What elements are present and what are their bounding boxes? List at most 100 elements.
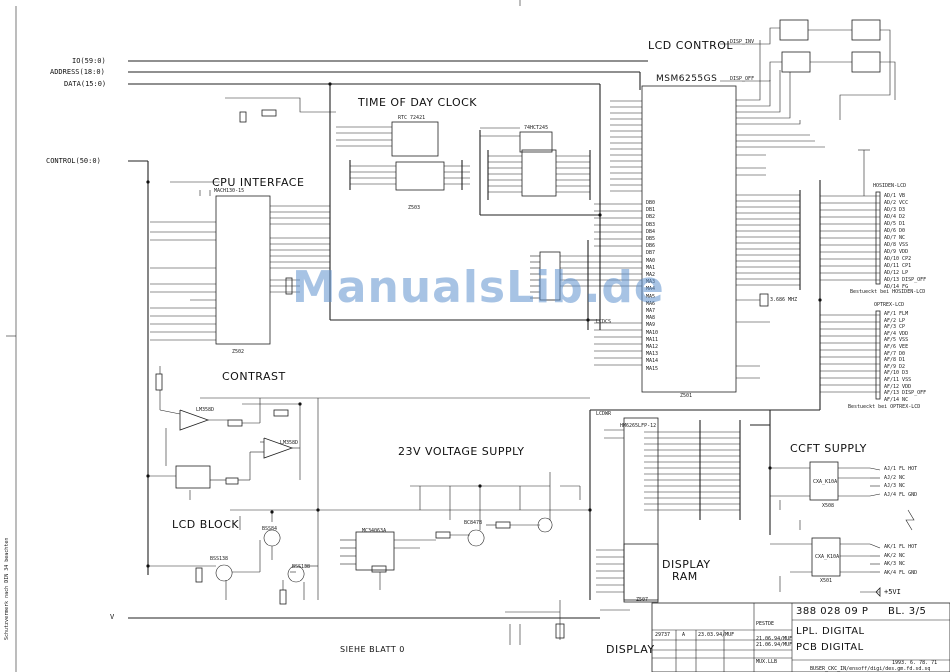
optrex-pins-pin: AF/9 D2 (884, 363, 906, 370)
optrex-pins-pin: AF/2 LP (884, 317, 906, 324)
lcd-pins-pin: AD/13 DISP_OFF (884, 277, 927, 283)
part-lcdwr: LCDWR (596, 411, 612, 417)
ccft-pins-pin: AJ/1 FL HOT (884, 466, 918, 472)
optrex-pins-pin: AF/6 VEE (884, 344, 909, 350)
section-display-ram-1: DISPLAY (662, 558, 711, 571)
part-msm6255: MSM6255GS (656, 74, 718, 84)
lcd-pins-pin: AD/7 NC (884, 235, 906, 241)
msm-pins-pin: MA15 (646, 365, 659, 372)
title-line1: LPL. DIGITAL (796, 626, 865, 637)
part-disp-off: DISP_OFF (730, 76, 755, 82)
part-rtc: RTC 72421 (398, 115, 426, 121)
ccft-pins_b-pin: AK/4 FL GND (884, 569, 918, 576)
msm-pins-pin: MA0 (646, 257, 656, 264)
optrex-pins-pin: AF/7 D0 (884, 350, 906, 357)
title-date-b: 21.06.94/MUF (756, 642, 793, 648)
msm-pins-pin: MA11 (646, 336, 659, 343)
part-z501: Z501 (680, 393, 693, 399)
msm-pins-pin: MA10 (646, 329, 659, 336)
optrex-pins-pin: AF/13 DISP_OFF (884, 390, 927, 397)
msm-pins-pin: DB0 (646, 200, 656, 206)
ccft-pins-pin: AJ/2 NC (884, 474, 906, 481)
part-siehe-blatt: SIEHE BLATT 0 (340, 645, 405, 654)
part-x501: X501 (820, 578, 833, 584)
part-bc847b: BC847B (464, 520, 483, 526)
part-z503: Z503 (408, 205, 421, 211)
section-ccft-supply: CCFT SUPPLY (790, 442, 867, 455)
title-mux: MUX.LLB (756, 659, 778, 665)
optrex-pins-pin: AF/1 FLM (884, 311, 909, 317)
lcd-pins-pin: AD/8 VSS (884, 242, 909, 248)
part-ram-ic: HM6265LFP-12 (620, 423, 657, 429)
msm-pins-pin: DB5 (646, 236, 656, 242)
msm-pins-pin: DB7 (646, 250, 656, 257)
part-optrex-lcd: OPTREX-LCD (874, 302, 905, 308)
ccft-pins_b-pin: AK/2 NC (884, 552, 906, 559)
part-hosiden-lcd: HOSIDEN-LCD (873, 183, 907, 189)
part-bestueckt-hosiden: Bestueckt bei HOSIDEN-LCD (850, 289, 926, 295)
msm-pins-pin: MA2 (646, 272, 656, 278)
msm-pins-pin: DB4 (646, 228, 656, 235)
lcd-pins-pin: AD/12 LP (884, 270, 909, 276)
msm-pins-pin: MA7 (646, 308, 656, 314)
part-bss138-b: BSS138 (292, 564, 311, 570)
part-bss138-a: BSS138 (210, 556, 229, 562)
lcd-pins-pin: AD/6 D0 (884, 228, 906, 234)
title-sheet: BL. 3/5 (888, 606, 927, 617)
section-23v-supply: 23V VOLTAGE SUPPLY (398, 445, 525, 458)
net-v: V (110, 613, 115, 621)
ccft-pins_b-pin: AK/3 NC (884, 561, 906, 567)
title-small-date: 1993. 6. 78. 71 (892, 660, 938, 666)
msm-pins-pin: MA9 (646, 322, 656, 329)
title-date-a: 21.06.94/MUF (756, 636, 793, 642)
msm-pins-pin: MA14 (646, 358, 659, 365)
msm-pins-pin: DB2 (646, 214, 656, 221)
lcd-pins-pin: AD/5 D1 (884, 221, 906, 227)
section-display: DISPLAY (606, 643, 655, 656)
section-lcd-control: LCD CONTROL (648, 39, 733, 52)
lcd-pins-pin: AD/11 CP1 (884, 263, 912, 269)
watermark: ManualsLib.de (292, 262, 665, 313)
msm-pins-pin: MA3 (646, 279, 656, 286)
ccft-pins-pin: AJ/3 NC (884, 483, 906, 489)
optrex-pins-pin: AF/5 VSS (884, 337, 909, 344)
part-bestueckt-optrex: Bestueckt bei OPTREX-LCD (848, 404, 921, 410)
lcd-pins-pin: AD/3 D3 (884, 207, 906, 213)
msm-pins-pin: DB3 (646, 221, 656, 228)
title-rev-date: 23.03.94/MUF (698, 632, 735, 638)
lcd-pins-pin: AD/9 VDD (884, 249, 909, 255)
optrex-pins-pin: AF/14 NC (884, 396, 909, 403)
part-lm358-b: LM358D (280, 440, 299, 446)
net-data: DATA(15:0) (64, 80, 107, 88)
msm-pins-pin: MA1 (646, 264, 656, 271)
part-lm358-a: LM358D (196, 407, 215, 413)
title-path: BUSER_CKC_IN/ensoff/digi/des.gm.fd.sd.sq (810, 666, 931, 672)
optrex-pins-pin: AF/8 D1 (884, 357, 906, 364)
net-plus5vi: +5VI (884, 588, 901, 596)
msm-pins-pin: DB6 (646, 243, 656, 250)
optrex-pins-pin: AF/12 VDD (884, 383, 912, 390)
msm-pins-pin: MA12 (646, 344, 659, 350)
section-cpu-interface: CPU INTERFACE (212, 176, 305, 189)
optrex-pins-pin: AF/3 CP (884, 324, 906, 331)
net-address: ADDRESS(18:0) (50, 68, 105, 76)
section-lcd-block: LCD BLOCK (172, 518, 240, 531)
part-bss84: BSS84 (262, 526, 278, 532)
net-control: CONTROL(50:0) (46, 157, 101, 165)
part-mc34063: MC34063A (362, 528, 387, 534)
section-contrast: CONTRAST (222, 370, 286, 383)
msm-pins-pin: MA4 (646, 286, 656, 293)
part-x508: X508 (822, 503, 835, 509)
net-io: IO(59:0) (72, 57, 106, 65)
part-z502: Z502 (232, 349, 245, 355)
msm-pins-pin: MA13 (646, 351, 659, 358)
title-pestde: PESTDE (756, 621, 775, 627)
lcd-pins-pin: AD/10 CP2 (884, 256, 912, 262)
optrex-pins-pin: AF/4 VDD (884, 330, 909, 337)
part-cxa-a: CXA_K10A (813, 479, 838, 485)
title-doc-no: 388 028 09 P (796, 606, 869, 617)
optrex-pins-pin: AF/10 D3 (884, 370, 909, 377)
part-cpu-ic: MACH130-15 (214, 188, 245, 194)
section-display-ram-2: RAM (672, 570, 698, 583)
ccft-pins_b-pin: AK/1 FL HOT (884, 544, 918, 550)
